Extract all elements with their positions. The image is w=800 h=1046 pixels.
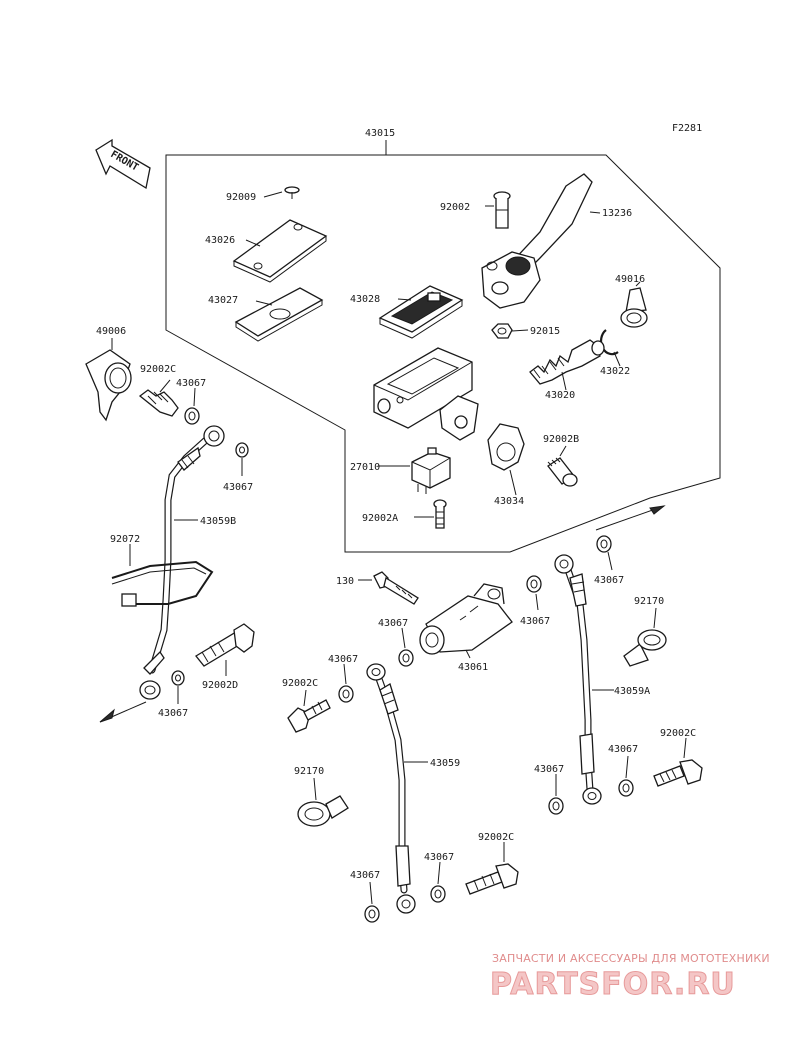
label-43067-c: 43067 [158,708,188,719]
label-92002c-a: 92002C [140,364,176,375]
label-27010: 27010 [350,462,380,473]
label-92009: 92009 [226,192,256,203]
watermark-subtitle: ЗАПЧАСТИ И АКСЕССУАРЫ ДЛЯ МОТОТЕХНИКИ [492,952,770,965]
brake-switch-27010 [378,447,451,494]
lead-arrow-left [99,708,115,723]
washer-43067-h [430,861,446,903]
bolt-130 [358,571,419,605]
label-43059b: 43059B [200,516,236,527]
label-92002a: 92002A [362,513,398,524]
label-43034: 43034 [494,496,524,507]
label-43027: 43027 [208,295,238,306]
screw-92002a [414,499,447,529]
label-43059: 43059 [430,758,460,769]
washer-43067-k [618,755,634,797]
label-92002d: 92002D [202,680,238,691]
label-43067-k: 43067 [608,744,638,755]
label-43067-g: 43067 [328,654,358,665]
washer-43067-i [364,881,380,923]
washer-43067-e [526,575,542,611]
washer-43067-a [184,387,200,425]
label-49016: 49016 [615,274,645,285]
label-49006: 49006 [96,326,126,337]
bolt-92002c-b [287,689,331,733]
hose-43059b [139,425,225,700]
label-43067-d: 43067 [378,618,408,629]
label-92002c-d: 92002C [660,728,696,739]
label-43067-j: 43067 [534,764,564,775]
watermark-brand: PARTSFOR.RU [490,967,736,1002]
brake-lever-13236 [481,173,601,309]
diagram-code: F2281 [672,123,702,134]
nut-92015 [491,323,529,339]
label-43061: 43061 [458,662,488,673]
label-43026: 43026 [205,235,235,246]
washer-43067-f [596,535,613,571]
washer-43067-b [235,442,249,476]
label-92170-b: 92170 [294,766,324,777]
lead-arrow-right [649,505,666,515]
watermark: ЗАПЧАСТИ И АКСЕССУАРЫ ДЛЯ МОТОТЕХНИКИ PA… [490,952,770,1003]
label-43067-b: 43067 [223,482,253,493]
label-43022: 43022 [600,366,630,377]
hose-43059a [554,554,614,805]
label-92002c-b: 92002C [282,678,318,689]
hose-43059 [366,663,428,914]
label-43059a: 43059A [614,686,650,697]
label-92002c-c: 92002C [478,832,514,843]
assembly-outline [165,140,721,553]
reservoir-cap-43026 [232,219,328,283]
bolt-92002b [547,445,578,487]
piston-kit-43020 [529,339,605,391]
union-92170-b [297,777,349,827]
label-13236: 13236 [602,208,632,219]
bolt-92002d [195,623,255,676]
union-92170-a [623,607,667,667]
holder-43034 [487,423,525,496]
master-cylinder-body [373,347,479,441]
label-92015: 92015 [530,326,560,337]
label-43067-a: 43067 [176,378,206,389]
label-43067-f: 43067 [594,575,624,586]
label-92002: 92002 [440,202,470,213]
cap-49006 [85,338,132,422]
clamp-92072 [111,544,214,607]
washer-43067-c [171,670,185,704]
diaphragm-43028 [378,285,464,339]
label-43067-h: 43067 [424,852,454,863]
label-92002b: 92002B [543,434,579,445]
bolt-92002c-c [465,842,519,895]
label-43067-e: 43067 [520,616,550,627]
washer-43067-j [548,774,564,815]
bolt-92002c-d [653,737,703,787]
diaphragm-plate-43027 [234,287,324,342]
bolt-92002 [485,191,511,229]
washer-43067-d [398,627,414,667]
cylinder-43061 [419,583,513,659]
label-130: 130 [336,576,354,587]
label-92170-a: 92170 [634,596,664,607]
washer-43067-g [338,663,354,703]
label-43020: 43020 [545,390,575,401]
label-43015: 43015 [365,128,395,139]
label-43028: 43028 [350,294,380,305]
front-arrow-icon: FRONT [95,138,151,190]
label-43067-i: 43067 [350,870,380,881]
dust-boot-49016 [620,281,648,328]
bleeder-92002c-a [138,379,179,417]
screw-92009 [263,186,300,199]
label-92072: 92072 [110,534,140,545]
